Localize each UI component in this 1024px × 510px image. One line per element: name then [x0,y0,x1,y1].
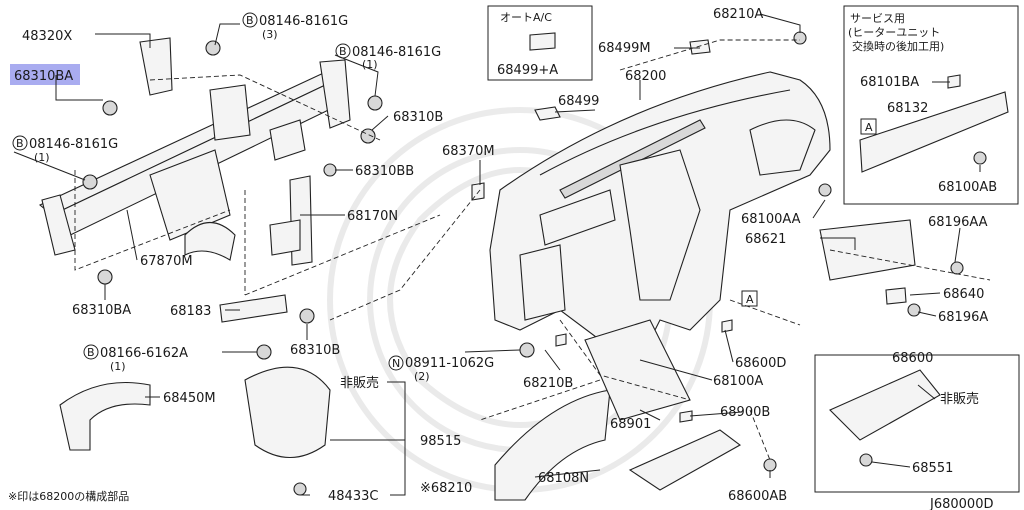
circ-n-glyph: N [392,357,400,370]
label-bolt-2-qty: (1) [362,58,378,71]
inset-service-line3: 交換時の後加工用) [852,39,944,53]
leader-lines [13,13,981,496]
assembly-dash-lines [74,39,991,461]
label-68310ba-bot: 68310BA [72,303,131,318]
label-68100a: 68100A [713,374,763,389]
label-68370m: 68370M [442,144,495,159]
label-68210b: 68210B [523,376,573,391]
label-68900b: 68900B [720,405,770,420]
label-nut-08911: 08911-1062G [405,356,494,371]
inset-service-part-2: 68132 [887,101,928,116]
label-68196aa: 68196AA [928,215,988,230]
label-nut-qty: (2) [414,370,430,383]
inset-68600-part: 68551 [912,461,953,476]
label-68210: ※68210 [420,481,472,496]
circ-b-glyph: B [246,14,254,27]
label-68450m: 68450M [163,391,216,406]
fasteners [82,31,987,496]
inset-service-box [843,5,1019,205]
inset-ac-title: オートA/C [500,11,552,24]
circ-b-glyph: B [16,137,24,150]
inset-service-line1: サービス用 [850,12,905,25]
lower-parts-drawing [59,32,1009,501]
label-68600ab: 68600AB [728,489,787,504]
inset-service-part-1: 68101BA [860,75,919,90]
part-labels: B B B B N A A 48320X 68310BA 08146-8161G… [8,7,997,510]
inset-service-line2: (ヒーターユニット [848,26,940,39]
label-68100aa: 68100AA [741,212,801,227]
ref-a-box-2 [860,118,877,135]
inset-service-part-3: 68100AB [938,180,997,195]
inset-ac-part: 68499+A [497,63,558,78]
label-bolt-1: 08146-8161G [259,14,348,29]
label-48433c: 48433C [328,489,378,504]
label-bolt-3: 08146-8161G [29,137,118,152]
label-68640: 68640 [943,287,984,302]
circ-b-glyph: B [87,346,95,359]
diagram-code: J680000D [929,497,993,510]
circle-n-marker [388,355,404,371]
inset-68600-box [814,354,1020,493]
ref-a-box-1 [741,290,758,307]
label-68310b-a: 68310B [393,110,443,125]
label-68170n: 68170N [347,209,398,224]
steering-member-drawing [38,37,351,323]
label-bolt-2: 08146-8161G [352,45,441,60]
label-68901: 68901 [610,417,651,432]
label-bolt-1-qty: (3) [262,28,278,41]
inset-68600-title: 68600 [892,351,933,366]
ref-a-glyph: A [865,121,873,134]
footnote: ※印は68200の構成部品 [8,489,129,503]
inset-68600-note: 非販売 [940,391,979,407]
label-68210a: 68210A [713,7,763,22]
label-68108n: 68108N [538,471,589,486]
instrument-panel-drawing [489,39,831,361]
highlight-box [10,64,80,85]
label-68310b-b: 68310B [290,343,340,358]
label-68499: 68499 [558,94,599,109]
label-hanbai-1: 非販売 [340,375,379,391]
label-68310ba-top: 68310BA [14,69,73,84]
circ-b-glyph: B [339,45,347,58]
ref-a-glyph: A [746,293,754,306]
label-98515: 98515 [420,434,461,449]
label-bolt-4: 08166-6162A [100,346,188,361]
inset-ac-box [487,5,593,81]
label-68600d: 68600D [735,356,786,371]
label-68196a: 68196A [938,310,988,325]
label-bolt-3-qty: (1) [34,151,50,164]
label-68621: 68621 [745,232,786,247]
label-68200: 68200 [625,69,666,84]
label-68499m: 68499M [598,41,651,56]
label-48320x: 48320X [22,29,72,44]
label-68183: 68183 [170,304,211,319]
circle-b-markers [12,12,351,360]
label-68310bb: 68310BB [355,164,414,179]
label-bolt-4-qty: (1) [110,360,126,373]
label-67870m: 67870M [140,254,193,269]
